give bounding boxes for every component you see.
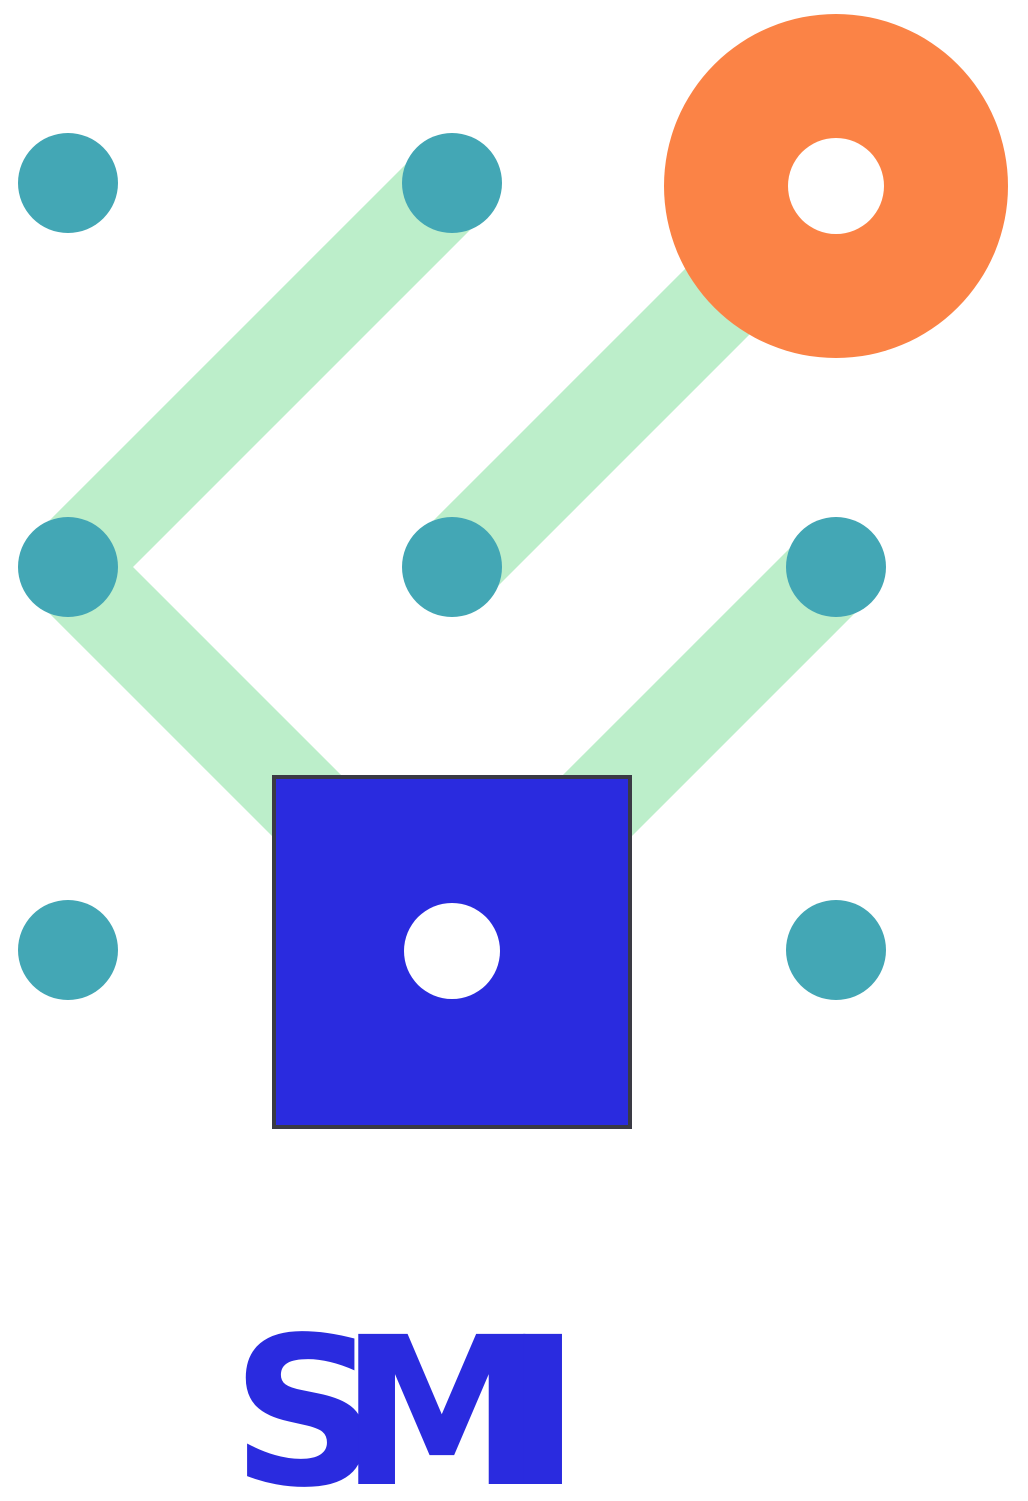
wordmark: SMI bbox=[231, 1293, 651, 1501]
node-group bbox=[18, 133, 886, 1000]
accent-node bbox=[664, 14, 1008, 358]
hub-hole bbox=[404, 903, 500, 999]
accent-hole bbox=[788, 138, 884, 234]
hub-node bbox=[272, 775, 632, 1129]
node-dot bbox=[18, 900, 118, 1000]
node-dot bbox=[786, 900, 886, 1000]
node-dot bbox=[786, 517, 886, 617]
node-dot bbox=[18, 517, 118, 617]
connector-left-upper bbox=[35, 150, 485, 600]
node-dot bbox=[402, 517, 502, 617]
node-dot bbox=[18, 133, 118, 233]
node-dot bbox=[402, 133, 502, 233]
